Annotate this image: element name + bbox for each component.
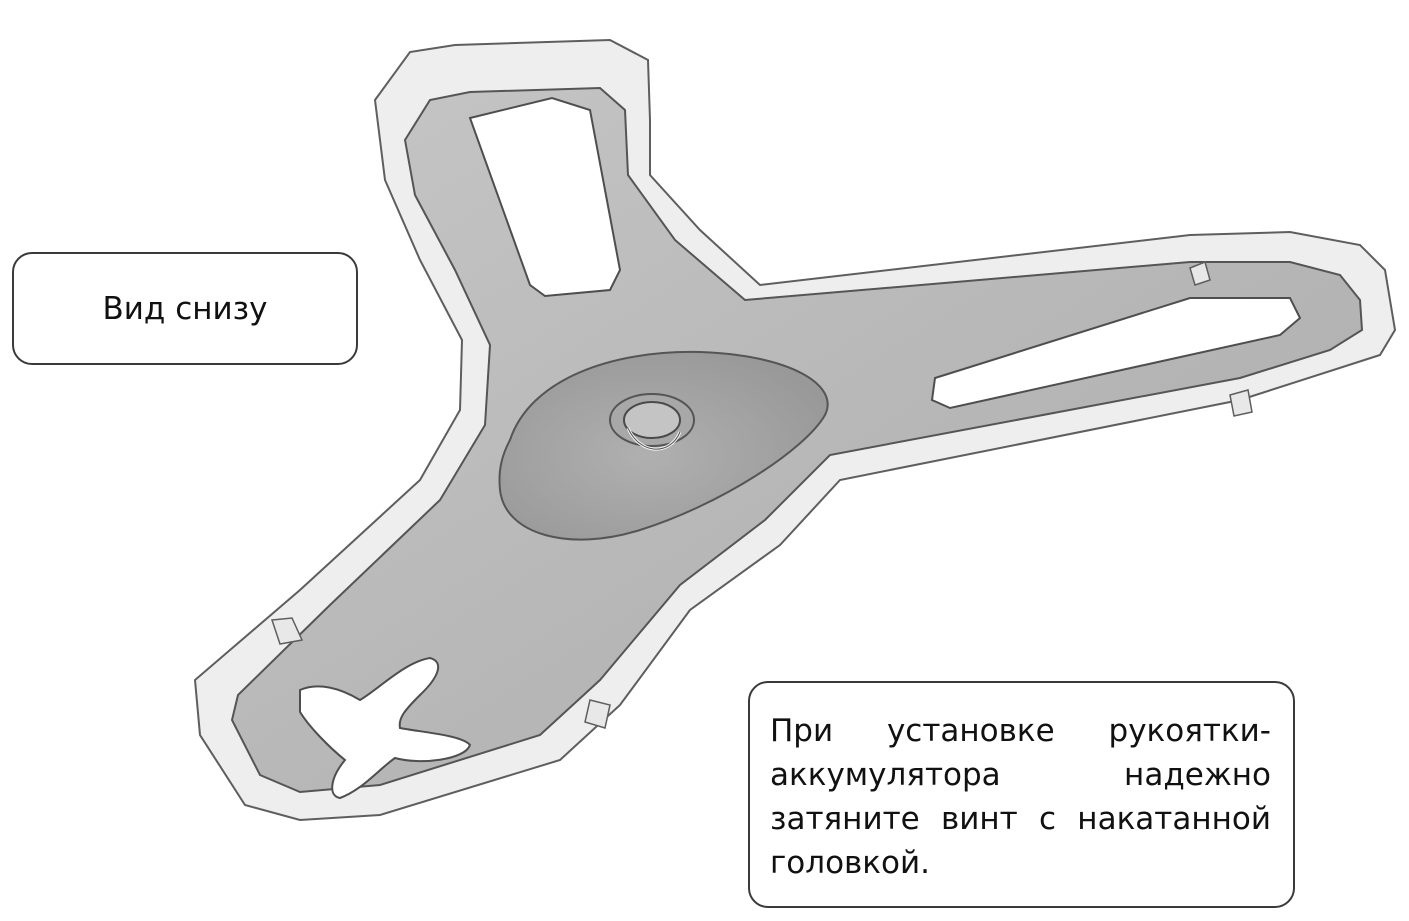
view-label-text: Вид снизу [102,290,268,327]
notch-right [1189,260,1211,286]
notch-left-lower [270,617,304,645]
install-note-callout: При установке рукоятки-аккумулятора наде… [748,681,1295,908]
notch-bottom [584,699,611,729]
cross-cutout [299,656,472,800]
top-slot [468,96,622,298]
notch-right-lower [1229,389,1253,417]
right-slot [930,297,1302,410]
install-note-text: При установке рукоятки-аккумулятора наде… [770,713,1271,881]
thumb-screw-icon [609,393,695,451]
view-label-callout: Вид снизу [12,252,358,365]
